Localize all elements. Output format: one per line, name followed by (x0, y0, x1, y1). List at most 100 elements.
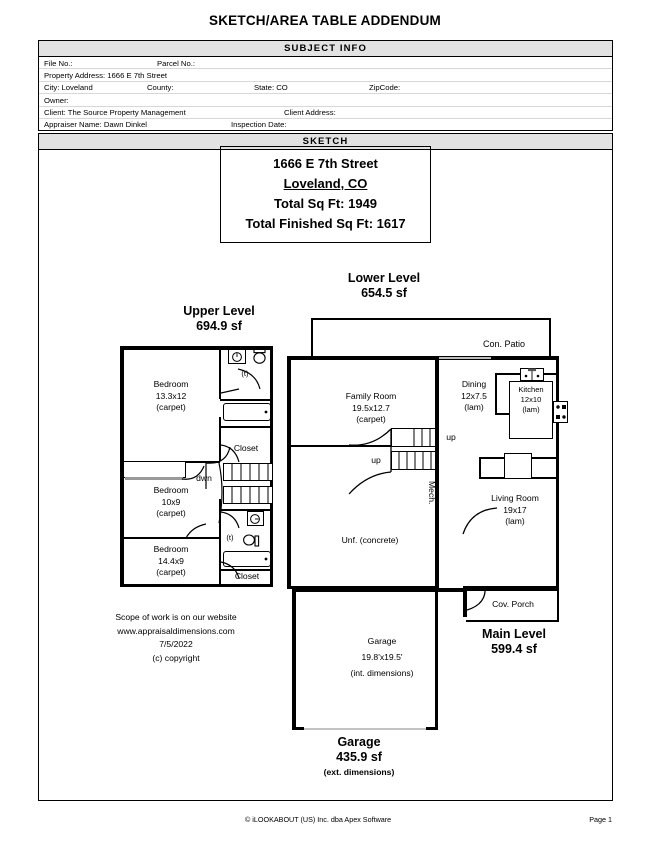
lower-stairs-treads-2 (398, 451, 432, 470)
lower-room-dining: Dining 12x7.5 (lam) (443, 379, 505, 414)
room-name: Family Room (345, 391, 397, 401)
garage-wall-left (292, 588, 296, 730)
upper-door-arcs (181, 368, 261, 579)
lower-room-family: Family Room 19.5x12.7 (carpet) (311, 391, 431, 426)
lower-stairs-treads-1 (413, 428, 431, 447)
field-inspection-date: Inspection Date: (231, 120, 287, 130)
room-name: Bedroom (153, 485, 189, 495)
summary-total-sqft: Total Sq Ft: 1949 (273, 196, 378, 211)
sketch-panel: SKETCH 1666 E 7th Street Loveland, CO To… (38, 133, 613, 801)
subject-info-band: SUBJECT INFO (39, 41, 612, 57)
kitchen-counter-left (495, 373, 497, 415)
main-level-area: 599.4 sf (491, 642, 537, 656)
scope-line-3: 7/5/2022 (159, 639, 193, 649)
upper-bath-top-divider (220, 399, 273, 401)
subject-info-table: SUBJECT INFO File No.: Parcel No.: Prope… (38, 40, 613, 132)
porch-label: Cov. Porch (492, 599, 534, 609)
table-row: Client: The Source Property Management C… (39, 107, 612, 119)
scope-line-4: (c) copyright (152, 652, 200, 663)
upper-closet-top-label: Closet (233, 443, 259, 453)
garage-level-area: 435.9 sf (336, 750, 382, 764)
room-finish: (lam) (464, 402, 484, 412)
lower-wall-bottom-left (287, 585, 437, 589)
field-client-address: Client Address: (284, 108, 336, 118)
upper-wall-bottom (120, 583, 273, 587)
lower-wall-bottom-right (463, 585, 559, 589)
table-row: File No.: Parcel No.: (39, 57, 612, 70)
garage-wall-top (292, 588, 438, 592)
kitchen-lower-counter-left (479, 457, 481, 479)
room-name: Kitchen (518, 385, 544, 394)
summary-total-finished-sqft: Total Finished Sq Ft: 1617 (245, 216, 406, 231)
garage-overhead-door (304, 727, 426, 730)
room-finish: (lam) (505, 516, 525, 526)
sink-bowl-icon-bottom (250, 514, 260, 524)
upper-room-bedroom-1: Bedroom 13.3x12 (carpet) (125, 379, 217, 414)
field-county: County: (147, 83, 174, 93)
garage-to-main-connector (435, 588, 465, 592)
upper-closet-left-rod (125, 477, 183, 480)
field-parcel-no: Parcel No.: (157, 58, 196, 68)
lower-level-area: 654.5 sf (361, 286, 407, 300)
lower-door-arcs (348, 428, 498, 611)
garage-wall-right (434, 588, 438, 730)
garage-level-name: Garage (337, 735, 381, 749)
upper-bath-top-label: (t) (241, 369, 249, 378)
upper-room-bedroom-2: Bedroom 10x9 (carpet) (125, 485, 217, 520)
kitchen-appliance-icon (504, 453, 532, 479)
summary-city-state: Loveland, CO (283, 176, 368, 191)
kitchen-burners-icon (556, 405, 566, 419)
garage-name: Garage (367, 636, 397, 646)
room-dims: 19x17 (503, 504, 527, 515)
garage-note: (int. dimensions) (350, 668, 414, 678)
field-property-address: Property Address: 1666 E 7th Street (44, 70, 168, 80)
toilet-icon-top (253, 348, 266, 364)
room-dims: 14.4x9 (158, 555, 184, 566)
scope-line-1: Scope of work is on our website (115, 612, 237, 622)
field-owner: Owner: (44, 95, 69, 105)
garage-interior-label: Garage 19.8'x19.5' (int. dimensions) (327, 633, 437, 681)
bathtub-drain-icon-top (264, 410, 268, 414)
room-dims: 10x9 (161, 496, 181, 507)
room-finish: (carpet) (156, 508, 186, 518)
floor-plan-drawing: Upper Level 694.9 sf Lower Level 654.5 s… (39, 133, 612, 800)
room-finish: (carpet) (156, 567, 186, 577)
patio-label: Con. Patio (482, 339, 526, 349)
upper-interior-wall-a (219, 346, 221, 399)
bathtub-icon-bottom (223, 551, 271, 567)
lower-wall-top (287, 356, 559, 360)
table-row: City: Loveland County: State: CO ZipCode… (39, 82, 612, 95)
upper-stairs-treads-1 (231, 463, 269, 481)
sink-icon-upper-bottom (247, 511, 264, 526)
porch-top-line (466, 589, 559, 591)
stairs-up-label-left: up (371, 455, 381, 465)
main-level-name: Main Level (482, 627, 546, 641)
garage-wall-bottom-right-stub (426, 726, 438, 730)
upper-stairs-treads-2 (231, 486, 269, 504)
upper-room-bedroom-3: Bedroom 14.4x9 (carpet) (125, 544, 217, 579)
sink-bowl-icon-top (232, 352, 242, 362)
lower-interior-main-wall (435, 356, 439, 589)
room-dims: 12x10 (520, 395, 542, 404)
upper-bath-bottom-divider (220, 509, 273, 511)
upper-stairs-down-label: dwn (196, 473, 212, 483)
garage-dims: 19.8'x19.5' (361, 652, 403, 662)
room-finish: (carpet) (156, 402, 186, 412)
footer-copyright: © iLOOKABOUT (US) Inc. dba Apex Software (245, 815, 392, 824)
field-city: City: Loveland (44, 83, 93, 93)
table-row: Owner: (39, 94, 612, 107)
upper-level-header: Upper Level 694.9 sf (149, 304, 289, 334)
lower-level-name: Lower Level (347, 271, 421, 285)
toilet-icon-bottom (243, 534, 260, 547)
porch-right-line (557, 589, 559, 621)
patio-top-line (311, 318, 551, 320)
room-name: Bedroom (153, 544, 189, 554)
summary-street: 1666 E 7th Street (273, 156, 378, 171)
address-summary-box: 1666 E 7th Street Loveland, CO Total Sq … (220, 146, 431, 243)
upper-closet-bottom-label: Closet (234, 571, 260, 581)
lower-room-living: Living Room 19x17 (lam) (459, 493, 571, 528)
page-title: SKETCH/AREA TABLE ADDENDUM (209, 13, 441, 28)
upper-interior-wall-b (219, 417, 221, 461)
upper-stairs-lower-flight (223, 486, 273, 504)
